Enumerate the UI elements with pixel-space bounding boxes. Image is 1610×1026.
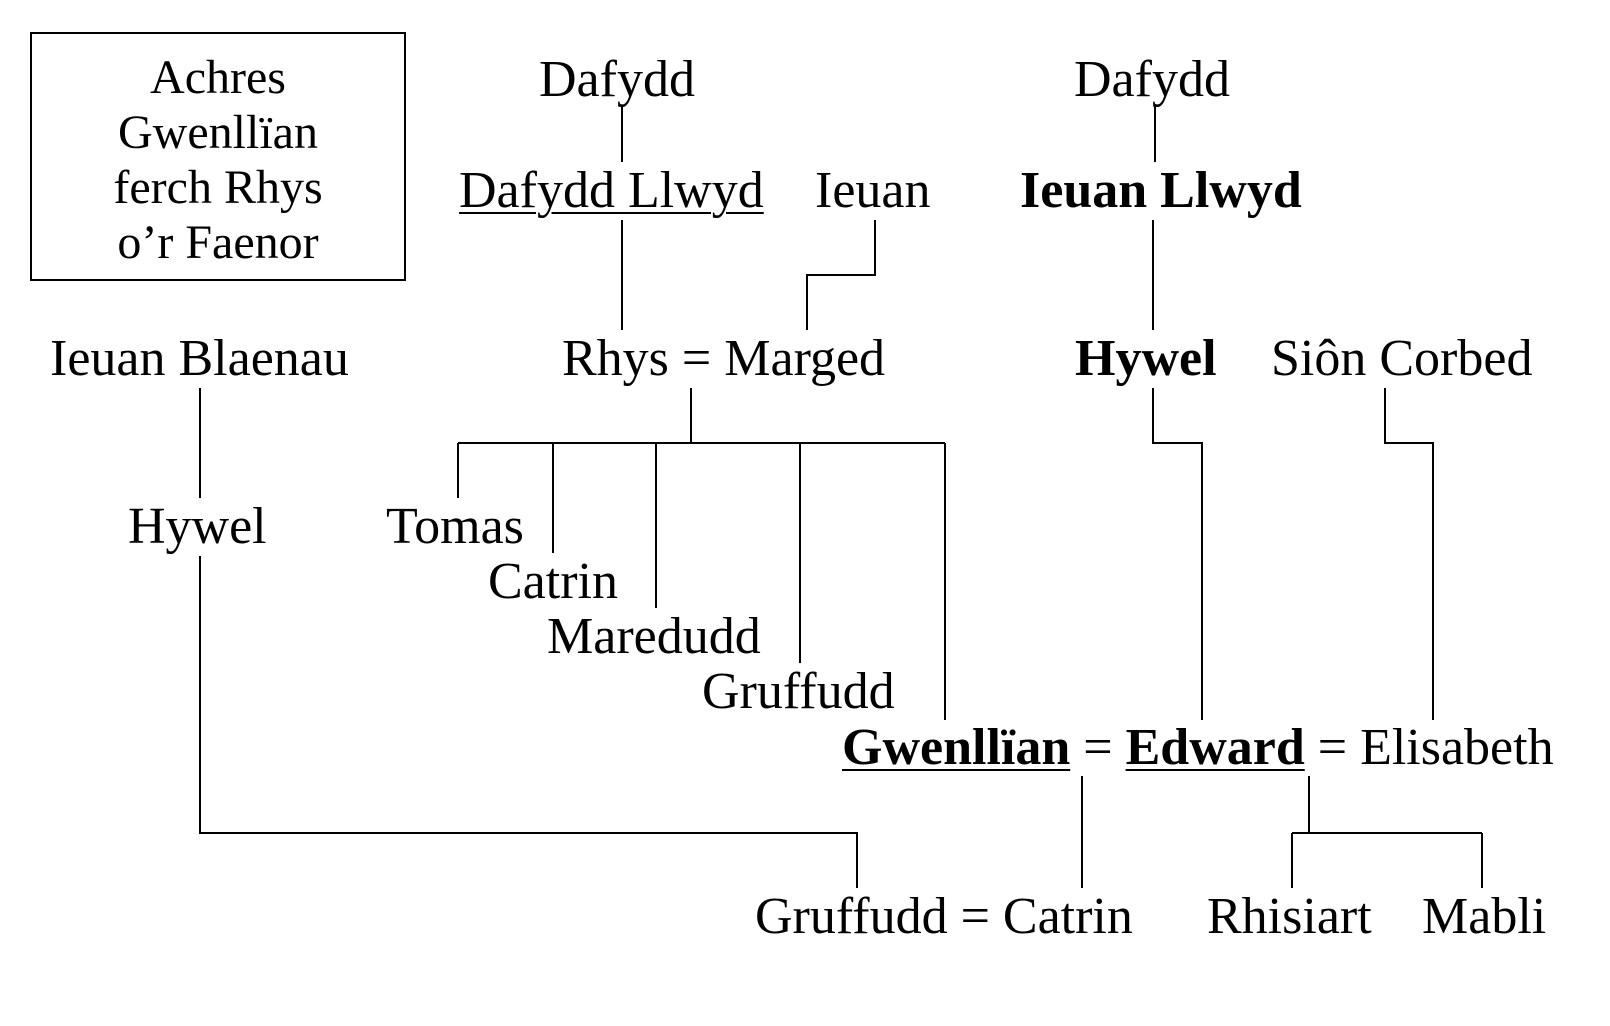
line-hywel-to-gruffudd [199,556,858,888]
person-rhisiart: Rhisiart [1207,888,1372,945]
person-dafydd-left: Dafydd [539,51,695,108]
person-hywel-right: Hywel [1075,330,1217,387]
line-sion-to-elisabeth [1384,388,1434,720]
title-line-3: ferch Rhys [113,161,323,214]
title-box: Achres Gwenllïan ferch Rhys o’r Faenor [30,32,406,281]
marriage-symbol: = [960,888,990,945]
person-catrin: Catrin [1002,888,1133,945]
title-line-2: Gwenllïan [118,106,318,159]
couple-gruffudd-catrin: Gruffudd = Catrin [755,887,1133,947]
person-dafydd-llwyd: Dafydd Llwyd [459,162,764,219]
line-ieuan-to-marged [806,220,876,330]
marriage-symbol: = [1317,719,1348,776]
person-gruffudd-child: Gruffudd [702,663,895,720]
person-marged: Marged [724,330,886,387]
person-rhys: Rhys [562,330,669,387]
person-sion-corbed: Siôn Corbed [1271,330,1533,387]
person-mabli: Mabli [1422,888,1547,945]
couple-rhys-marged: Rhys = Marged [562,329,885,389]
couples-gwenllian-edward-elisabeth: Gwenllïan = Edward = Elisabeth [842,718,1554,778]
person-maredudd: Maredudd [547,608,761,665]
person-gruffudd: Gruffudd [755,888,948,945]
person-hywel-left: Hywel [128,498,267,555]
title-line-4: o’r Faenor [117,216,319,269]
person-catrin-child: Catrin [488,553,618,610]
title-line-1: Achres [150,51,286,104]
person-tomas: Tomas [386,498,524,555]
person-ieuan-blaenau: Ieuan Blaenau [50,330,349,387]
marriage-symbol: = [1083,719,1113,776]
person-gwenllian: Gwenllïan [842,719,1071,776]
person-ieuan: Ieuan [815,162,931,219]
line-hywel-to-edward [1152,388,1203,720]
person-elisabeth: Elisabeth [1360,719,1554,776]
person-dafydd-right: Dafydd [1074,51,1230,108]
marriage-symbol: = [681,330,712,387]
person-edward: Edward [1125,719,1305,776]
person-ieuan-llwyd: Ieuan Llwyd [1020,162,1302,219]
